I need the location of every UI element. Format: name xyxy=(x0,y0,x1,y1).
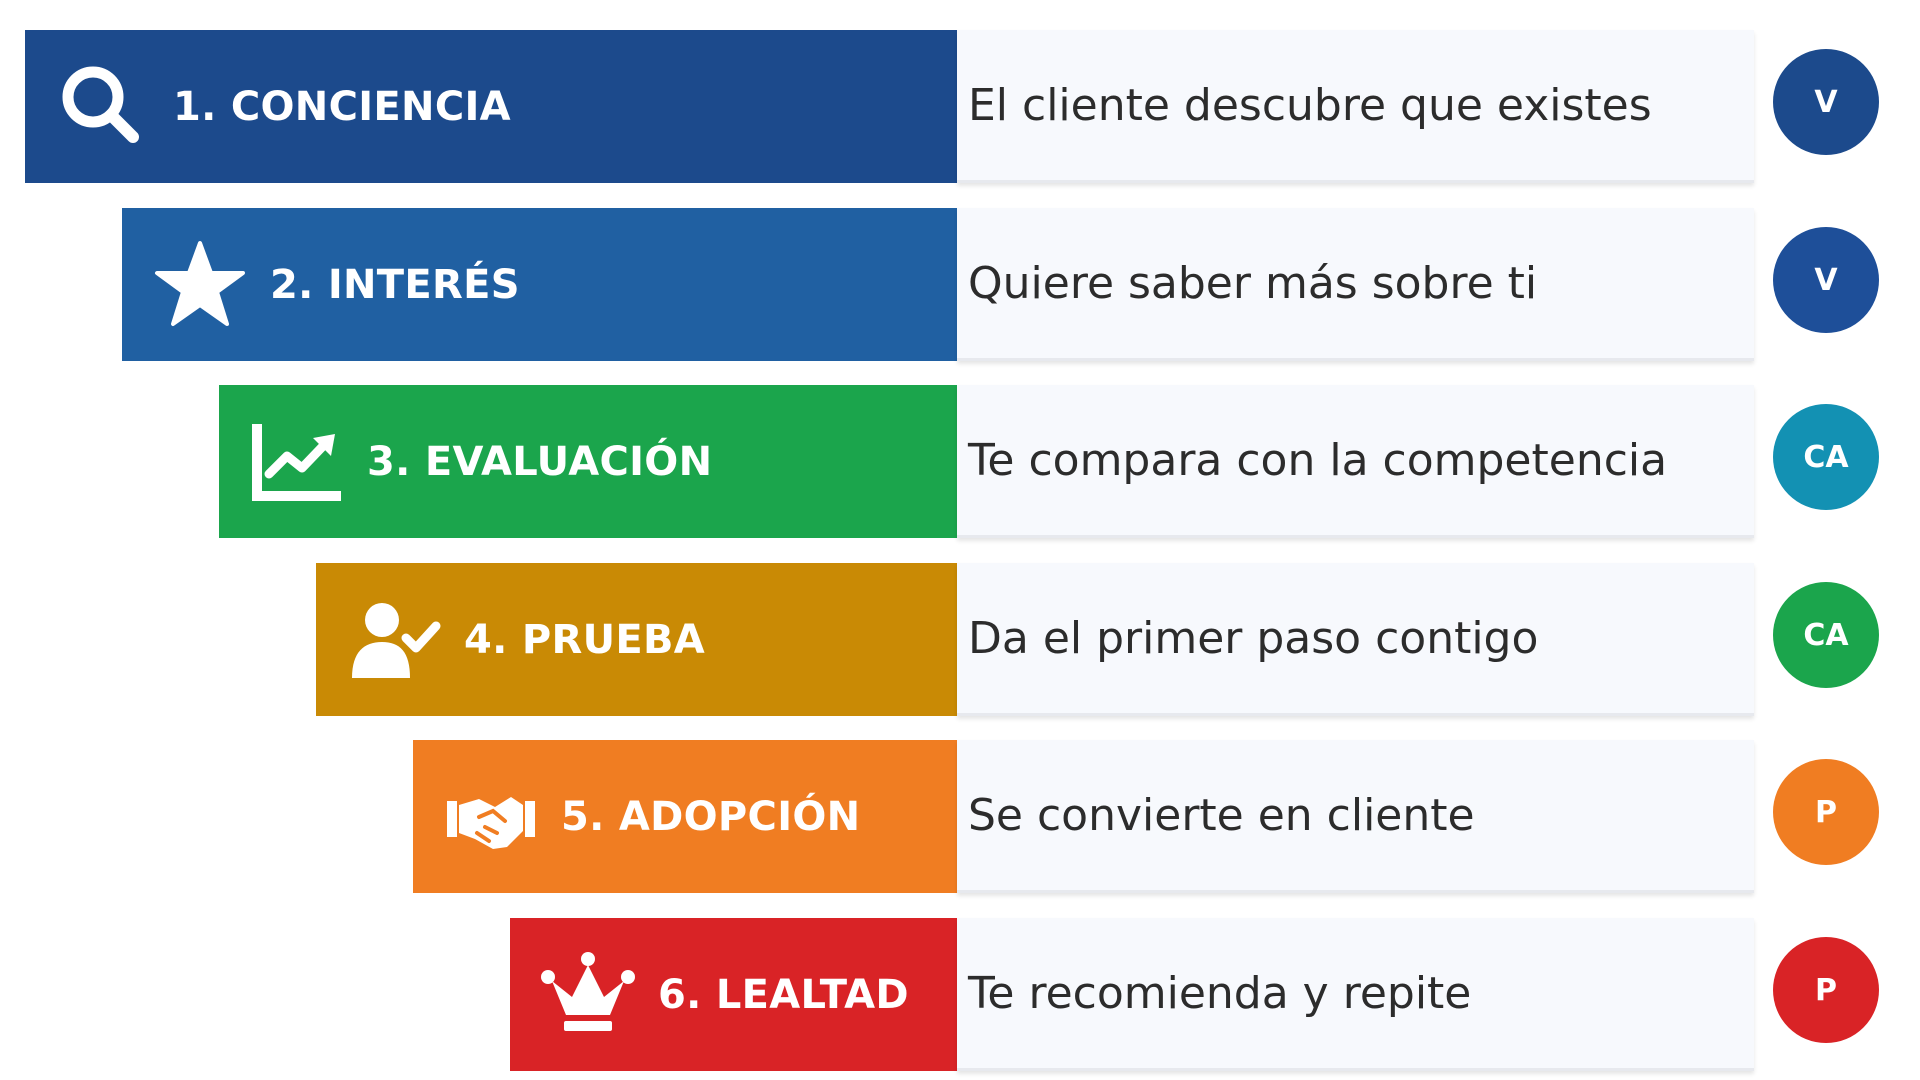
stage-label: 6. LEALTAD xyxy=(658,971,909,1018)
stage-band: 5. ADOPCIÓN xyxy=(413,740,957,893)
stage-description: Te recomienda y repite xyxy=(968,967,1472,1019)
stage-description: Se convierte en cliente xyxy=(968,789,1475,841)
stage-description-box: Se convierte en cliente xyxy=(957,740,1754,893)
stage-label: 1. CONCIENCIA xyxy=(173,83,511,130)
stage-label: 3. EVALUACIÓN xyxy=(367,438,713,485)
stage-badge: V xyxy=(1773,49,1879,155)
stage-row-interes: 2. INTERÉS Quiere saber más sobre ti V xyxy=(0,208,1920,361)
crown-icon xyxy=(538,945,638,1045)
star-icon xyxy=(150,235,250,335)
stage-badge: P xyxy=(1773,759,1879,865)
handshake-icon xyxy=(441,767,541,867)
stage-badge: V xyxy=(1773,227,1879,333)
stage-description-box: Da el primer paso contigo xyxy=(957,563,1754,716)
stage-badge: CA xyxy=(1773,582,1879,688)
stage-band: 4. PRUEBA xyxy=(316,563,957,716)
stage-badge: P xyxy=(1773,937,1879,1043)
stage-band: 2. INTERÉS xyxy=(122,208,957,361)
stage-description: El cliente descubre que existes xyxy=(968,79,1652,131)
stage-row-adopcion: 5. ADOPCIÓN Se convierte en cliente P xyxy=(0,740,1920,893)
user-check-icon xyxy=(344,590,444,690)
stage-label: 5. ADOPCIÓN xyxy=(561,793,861,840)
chart-trend-icon xyxy=(247,412,347,512)
stage-label: 2. INTERÉS xyxy=(270,261,520,308)
stage-description-box: Te compara con la competencia xyxy=(957,385,1754,538)
stage-description: Quiere saber más sobre ti xyxy=(968,257,1538,309)
stage-description: Te compara con la competencia xyxy=(968,434,1668,486)
search-icon xyxy=(53,57,153,157)
stage-badge: CA xyxy=(1773,404,1879,510)
stage-description-box: Quiere saber más sobre ti xyxy=(957,208,1754,361)
stage-row-prueba: 4. PRUEBA Da el primer paso contigo CA xyxy=(0,563,1920,716)
stage-band: 3. EVALUACIÓN xyxy=(219,385,957,538)
stage-label: 4. PRUEBA xyxy=(464,616,706,663)
stage-row-lealtad: 6. LEALTAD Te recomienda y repite P xyxy=(0,918,1920,1071)
stage-row-conciencia: 1. CONCIENCIA El cliente descubre que ex… xyxy=(0,30,1920,183)
stage-description-box: El cliente descubre que existes xyxy=(957,30,1754,183)
stage-band: 1. CONCIENCIA xyxy=(25,30,957,183)
stage-description: Da el primer paso contigo xyxy=(968,612,1539,664)
stage-row-evaluacion: 3. EVALUACIÓN Te compara con la competen… xyxy=(0,385,1920,538)
stage-description-box: Te recomienda y repite xyxy=(957,918,1754,1071)
stage-band: 6. LEALTAD xyxy=(510,918,957,1071)
